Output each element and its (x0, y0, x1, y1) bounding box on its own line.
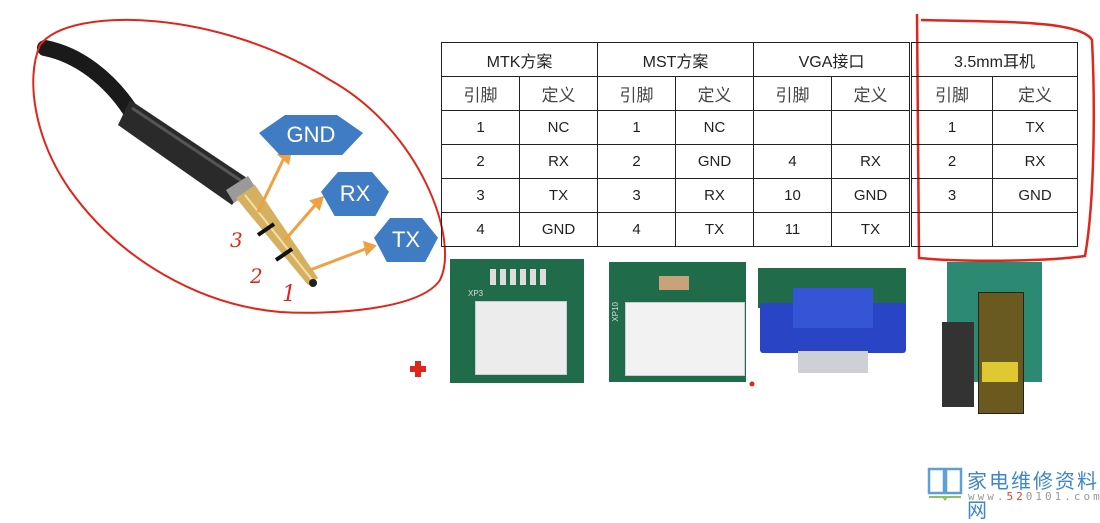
table-cell: 2 (597, 144, 676, 179)
mtk-connector-photo: XP3 (450, 259, 584, 383)
table-cell: 3 (909, 178, 993, 213)
table-cell: 4 (597, 212, 676, 247)
table-cell (909, 212, 993, 247)
subheader-pin: 引脚 (753, 76, 832, 111)
white-header-connector (625, 302, 745, 376)
handwritten-2: 2 (250, 264, 263, 288)
table-cell: TX (831, 212, 911, 247)
plug-collar (226, 176, 256, 203)
table-cell: GND (831, 178, 911, 213)
table-cell: 11 (753, 212, 832, 247)
rx-tag: RX (321, 172, 389, 216)
table-cell: GND (519, 212, 598, 247)
cable (37, 40, 138, 118)
table-cell: 4 (441, 212, 520, 247)
table-cell: TX (675, 212, 754, 247)
vga-connector-photo (758, 268, 906, 374)
headphone-jack-photo (942, 262, 1046, 417)
red-box-35mm (915, 13, 1095, 263)
table-cell: RX (831, 144, 911, 179)
ring-2 (274, 247, 294, 262)
group-35mm: 3.5mm耳机 (909, 42, 1078, 77)
table-cell (831, 110, 911, 145)
table-row: 2 RX 2 GND 4 RX 2 RX (441, 144, 1078, 179)
handwritten-1: 1 (282, 282, 296, 307)
table-row: 1 NC 1 NC 1 TX (441, 110, 1078, 145)
book-logo-icon (927, 467, 963, 501)
handwritten-3: 3 (230, 228, 243, 252)
table-cell: 3 (597, 178, 676, 213)
table-cell: TX (992, 110, 1078, 145)
table-cell: 2 (909, 144, 993, 179)
table-cell: RX (992, 144, 1078, 179)
red-dot (749, 381, 755, 387)
red-circle-plug (32, 18, 447, 314)
table-cell: 2 (441, 144, 520, 179)
plug-body (118, 100, 250, 205)
group-vga: VGA接口 (753, 42, 911, 77)
group-header-row: MTK方案 MST方案 VGA接口 3.5mm耳机 (441, 42, 1078, 77)
table-cell: RX (675, 178, 754, 213)
table-row: 4 GND 4 TX 11 TX (441, 212, 1078, 247)
subheader-def: 定义 (675, 76, 754, 111)
red-cross-mark (410, 361, 426, 377)
group-mst: MST方案 (597, 42, 754, 77)
table-cell: 4 (753, 144, 832, 179)
table-cell: GND (992, 178, 1078, 213)
subheader-row: 引脚 定义 引脚 定义 引脚 定义 引脚 定义 (441, 76, 1078, 111)
annotation-layer (32, 13, 1095, 387)
ring-1 (256, 222, 276, 237)
subheader-pin: 引脚 (909, 76, 993, 111)
subheader-def: 定义 (519, 76, 598, 111)
jack-body (978, 292, 1024, 414)
group-mtk: MTK方案 (441, 42, 598, 77)
subheader-def: 定义 (992, 76, 1078, 111)
table-cell: 3 (441, 178, 520, 213)
table-cell: RX (519, 144, 598, 179)
table-cell: 1 (441, 110, 520, 145)
subheader-def: 定义 (831, 76, 911, 111)
subheader-pin: 引脚 (441, 76, 520, 111)
table-cell: GND (675, 144, 754, 179)
table-cell: 1 (597, 110, 676, 145)
table-cell: NC (519, 110, 598, 145)
pinout-table: MTK方案 MST方案 VGA接口 3.5mm耳机 引脚 定义 引脚 定义 引脚… (441, 42, 1078, 247)
watermark-url: www.520101.com (968, 490, 1100, 503)
table-cell (992, 212, 1078, 247)
tx-tag: TX (374, 218, 438, 262)
table-cell: 1 (909, 110, 993, 145)
table-row: 3 TX 3 RX 10 GND 3 GND (441, 178, 1078, 213)
white-header-connector (475, 301, 567, 375)
table-cell: NC (675, 110, 754, 145)
gnd-tag: GND (259, 115, 363, 155)
table-cell: 10 (753, 178, 832, 213)
table-cell: TX (519, 178, 598, 213)
mst-connector-photo: XP10 (609, 262, 746, 382)
subheader-pin: 引脚 (597, 76, 676, 111)
table-cell (753, 110, 832, 145)
